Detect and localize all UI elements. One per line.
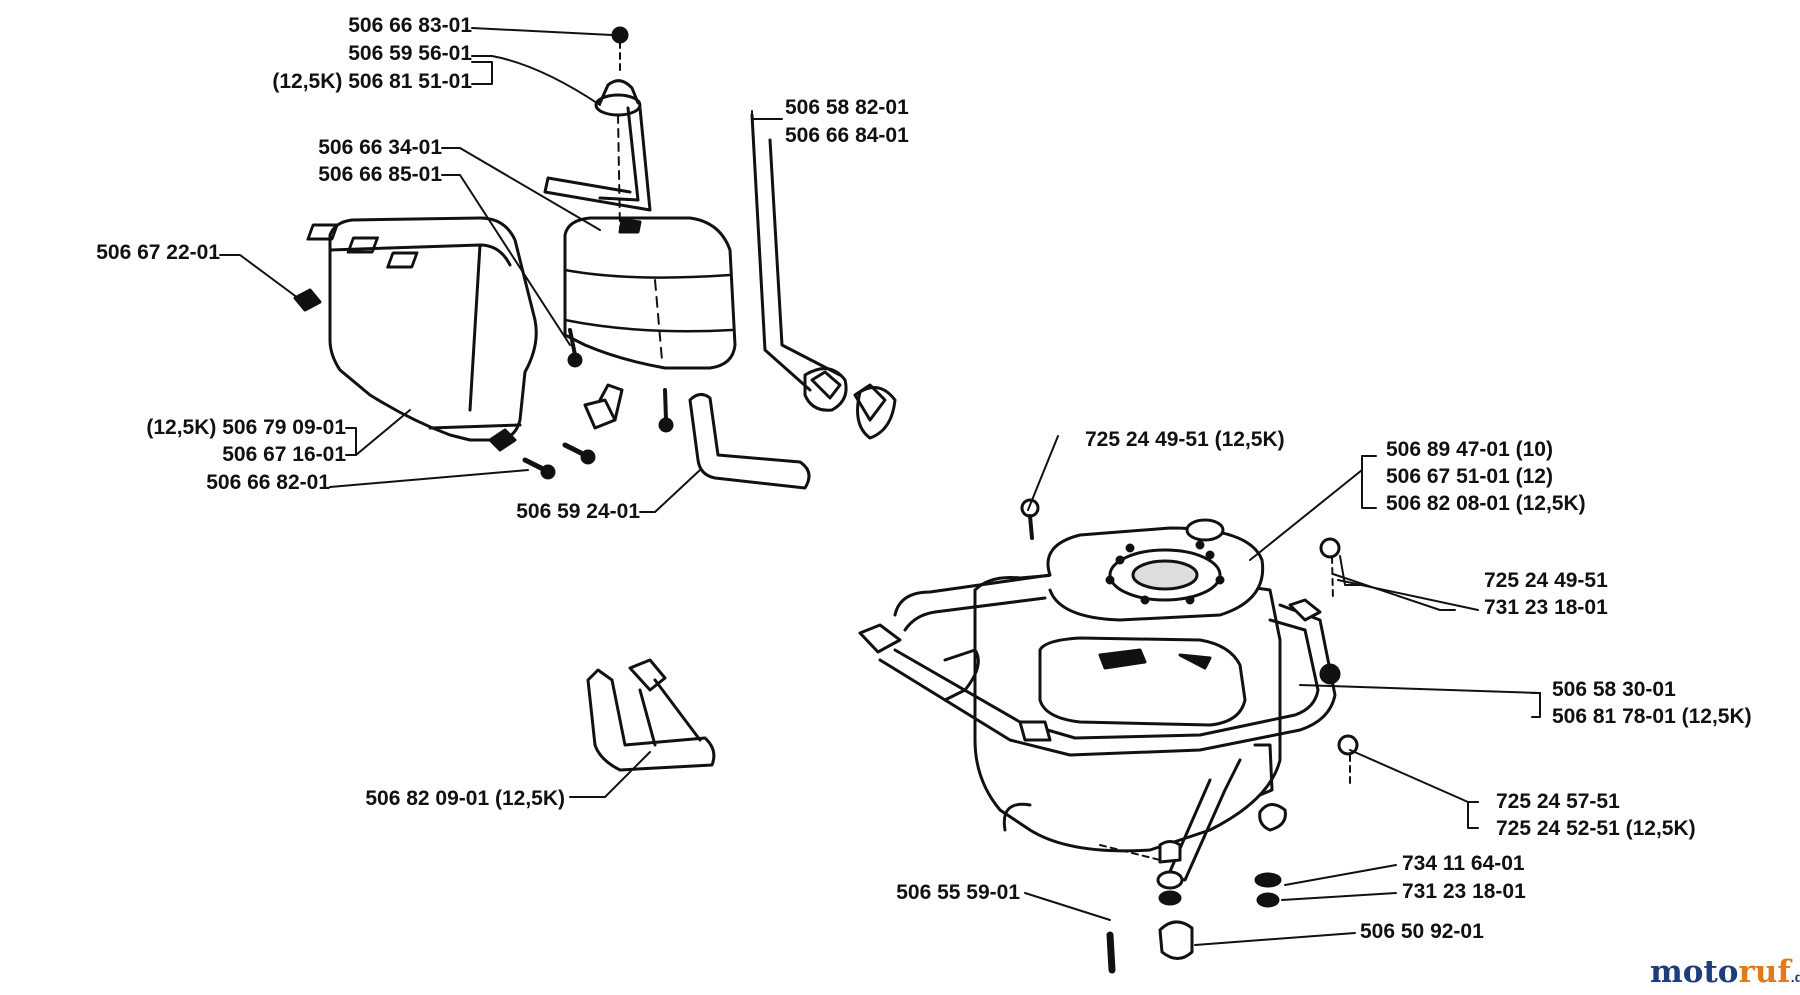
filler-neck [543,26,652,231]
part-label: 506 82 08-01 (12,5K) [1386,492,1586,515]
part-label: 725 24 49-51 (12,5K) [1085,428,1285,451]
part-label: 506 66 83-01 [348,14,472,37]
part-label: 506 59 56-01 [348,42,472,65]
part-label: 506 58 30-01 [1552,678,1676,701]
air-filter-cover [306,216,538,442]
filter-element [563,216,737,370]
part-label: (12,5K) 506 79 09-01 [146,416,346,439]
part-label: 506 82 09-01 (12,5K) [365,787,565,810]
engine-frame [858,573,1337,882]
watermark-part-1: moto [1650,954,1739,990]
part-label: 506 50 92-01 [1360,920,1484,943]
part-label: 506 58 82-01 [785,96,909,119]
intake-tube [688,113,897,490]
watermark-part-2: ruf [1738,954,1791,990]
part-label: 506 66 34-01 [318,136,442,159]
part-label: 506 66 82-01 [206,471,330,494]
part-label: 506 67 16-01 [222,443,346,466]
part-label: 506 55 59-01 [896,881,1020,904]
part-label: 725 24 57-51 [1496,790,1620,813]
leader-lines [219,27,1541,946]
part-label: 731 23 18-01 [1484,596,1608,619]
part-label: 734 11 64-01 [1402,852,1525,875]
part-label: 725 24 52-51 (12,5K) [1496,817,1696,840]
part-label: 506 81 78-01 (12,5K) [1552,705,1752,728]
part-label: 725 24 49-51 [1484,569,1608,592]
part-label: (12,5K) 506 81 51-01 [272,70,472,93]
part-label: 506 67 51-01 (12) [1386,465,1553,488]
part-label: 731 23 18-01 [1402,880,1526,903]
part-label: 506 66 85-01 [318,163,442,186]
watermark-logo: motoruf.de [1650,954,1800,990]
small-fasteners [293,288,674,480]
part-label: 506 67 22-01 [96,241,220,264]
bracket-left [586,658,716,772]
part-label: 506 59 24-01 [516,500,640,523]
engine-body [973,518,1282,853]
part-label: 506 66 84-01 [785,124,909,147]
watermark-part-3: .de [1790,969,1800,985]
part-label: 506 89 47-01 (10) [1386,438,1553,461]
engine-fasteners [1020,498,1359,974]
